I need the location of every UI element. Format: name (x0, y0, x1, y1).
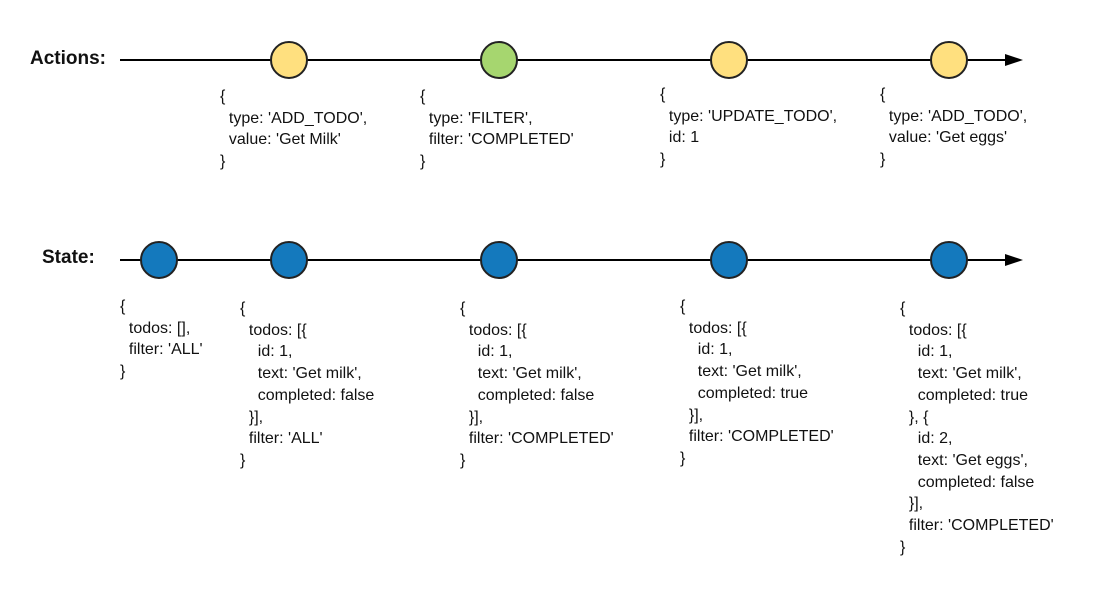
state-node (930, 241, 968, 279)
state-snapshot: { todos: [{ id: 1, text: 'Get milk', com… (900, 300, 1054, 556)
action-node (930, 41, 968, 79)
actions-timeline (120, 59, 1010, 61)
state-timeline-arrowhead (1005, 254, 1023, 266)
state-node (710, 241, 748, 279)
state-node (270, 241, 308, 279)
state-snapshot: { todos: [{ id: 1, text: 'Get milk', com… (460, 300, 614, 469)
state-node (140, 241, 178, 279)
action-node (480, 41, 518, 79)
state-snapshot: { todos: [], filter: 'ALL' } (120, 298, 203, 381)
state-snapshot: { todos: [{ id: 1, text: 'Get milk', com… (680, 298, 834, 467)
actions-row-label: Actions: (30, 48, 106, 69)
state-snapshot: { todos: [{ id: 1, text: 'Get milk', com… (240, 300, 375, 469)
state-row-label: State: (42, 247, 95, 268)
state-node (480, 241, 518, 279)
action-node (270, 41, 308, 79)
actions-timeline-arrowhead (1005, 54, 1023, 66)
action-payload: { type: 'FILTER', filter: 'COMPLETED' } (420, 88, 574, 171)
action-payload: { type: 'ADD_TODO', value: 'Get Milk' } (220, 88, 368, 171)
state-timeline (120, 259, 1010, 261)
action-node (710, 41, 748, 79)
action-payload: { type: 'ADD_TODO', value: 'Get eggs' } (880, 86, 1028, 169)
action-payload: { type: 'UPDATE_TODO', id: 1 } (660, 86, 838, 169)
